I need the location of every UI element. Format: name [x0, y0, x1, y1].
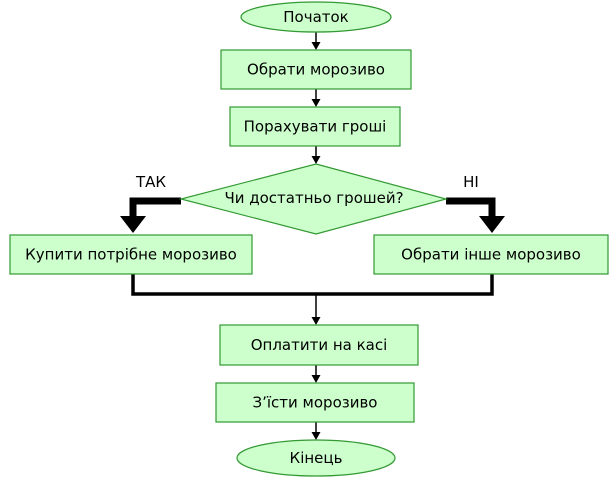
arrow-pay-to-eat-head	[311, 375, 321, 383]
arrow-merge-to-pay-head	[311, 317, 321, 325]
arrow-start-to-choose-head	[311, 42, 321, 50]
buy-icecream-box-label: Купити потрібне морозиво	[25, 246, 237, 264]
end-node	[236, 439, 396, 477]
eat-icecream-box	[215, 382, 415, 423]
enough-money-decision-label: Чи достатньо грошей?	[224, 189, 403, 207]
end-node-label: Кінець	[290, 449, 343, 467]
yes-branch-connector	[129, 197, 181, 218]
arrow-choose-to-count-head	[311, 99, 321, 107]
arrow-eat-to-end-head	[311, 432, 321, 440]
enough-money-decision	[178, 163, 449, 235]
count-money-box	[229, 106, 401, 147]
no-branch-connector	[446, 197, 496, 218]
choose-other-icecream-box-label: Обрати інше морозиво	[401, 246, 581, 264]
nodes-layer	[9, 1, 609, 477]
choose-icecream-box	[220, 49, 412, 90]
choose-other-icecream-box	[373, 234, 609, 275]
start-node-label: Початок	[283, 8, 349, 26]
no-branch-label: НІ	[463, 173, 479, 191]
count-money-box-label: Порахувати гроші	[244, 118, 387, 136]
merge-connector	[131, 274, 494, 296]
arrow-count-to-decision-head	[311, 156, 321, 164]
yes-branch-label: ТАК	[135, 173, 166, 191]
buy-icecream-box	[9, 234, 253, 275]
no-branch-arrowhead	[479, 216, 505, 233]
pay-at-register-box	[219, 324, 419, 366]
choose-icecream-box-label: Обрати морозиво	[247, 61, 385, 79]
eat-icecream-box-label: З’їсти морозиво	[253, 394, 378, 412]
connectors-layer	[120, 31, 505, 440]
pay-at-register-box-label: Оплатити на касі	[251, 336, 388, 354]
start-node	[240, 1, 392, 33]
yes-branch-arrowhead	[120, 216, 146, 233]
